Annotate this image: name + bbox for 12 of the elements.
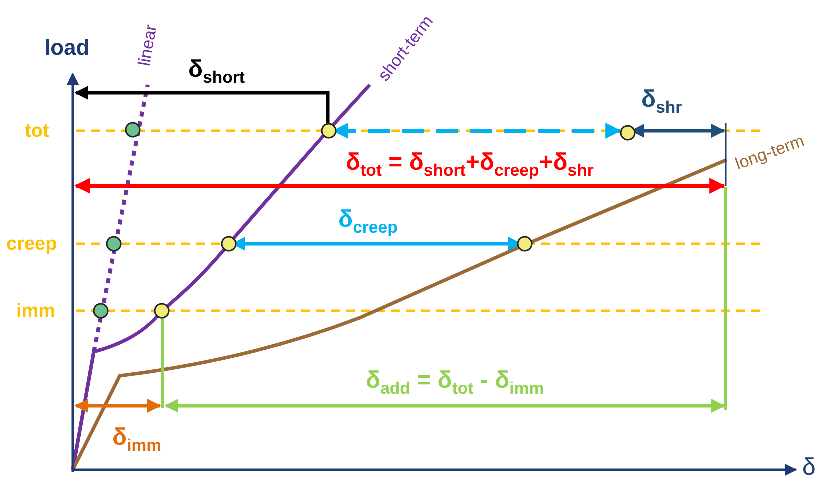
load-level-label: imm bbox=[16, 302, 56, 320]
curve-label: linear bbox=[136, 23, 160, 67]
dimension-label: δ$_{short}$ bbox=[188, 58, 246, 86]
formula: δ$_{tot}$ = δ$_{short}$+δ$_{creep}$+δ$_{shr}$ bbox=[346, 150, 594, 180]
dimension-label: δ$_{creep}$ bbox=[338, 208, 398, 236]
formula: δ$_{add}$ = δ$_{tot}$ - δ$_{imm}$ bbox=[366, 368, 544, 398]
load-level-label: tot bbox=[25, 122, 50, 140]
dimension-label: δ$_{shr}$ bbox=[642, 88, 682, 116]
axis-title: load bbox=[44, 37, 90, 59]
axis-title: δ bbox=[802, 456, 816, 479]
load-level-label: creep bbox=[6, 234, 58, 254]
dimension-label: δ$_{imm}$ bbox=[112, 426, 162, 454]
